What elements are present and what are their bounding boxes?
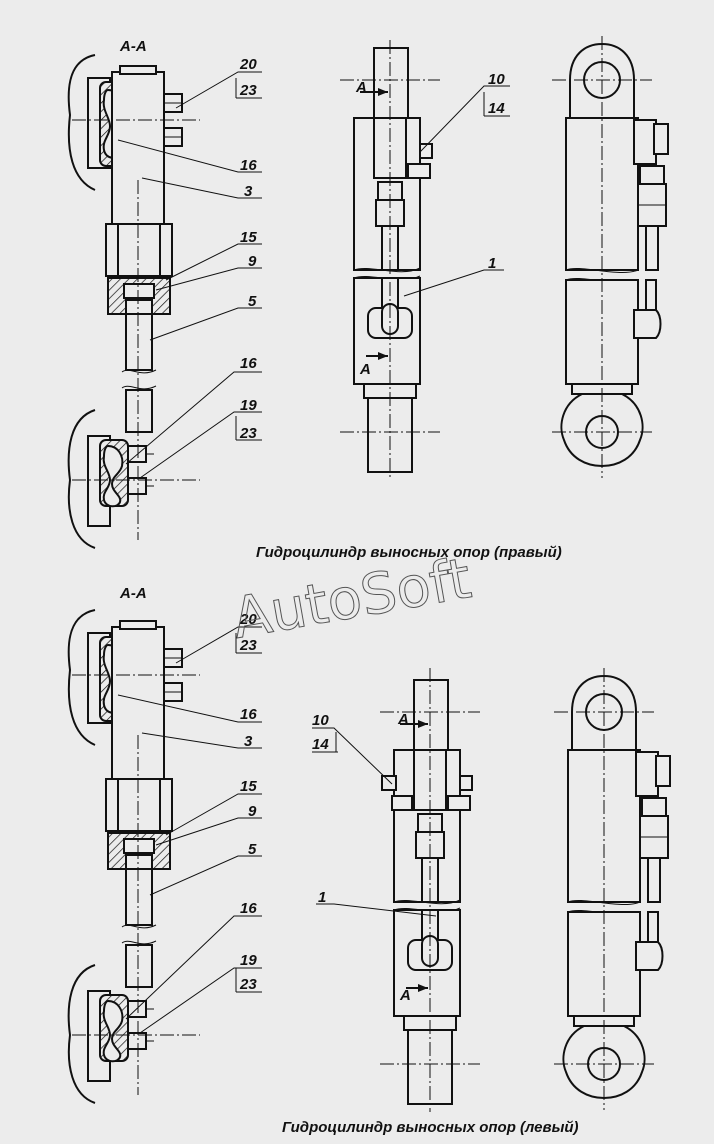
callout-5: 5: [248, 841, 257, 858]
callouts-top: 20 23 16 3 15 9 5 16 19 23 10 14 1: [239, 56, 505, 442]
callout-9: 9: [248, 253, 257, 270]
side-view-bottom: [380, 668, 480, 1112]
callout-23: 23: [239, 425, 257, 442]
callout-1: 1: [318, 889, 326, 906]
callout-19: 19: [240, 397, 257, 414]
callout-14: 14: [488, 100, 505, 117]
section-labels: A-A A-A A A A A: [119, 38, 411, 1004]
watermark: AutoSoft: [228, 546, 476, 652]
callout-20: 20: [239, 611, 257, 628]
callout-16: 16: [240, 900, 257, 917]
callout-10: 10: [488, 71, 505, 88]
section-view-bottom: [67, 609, 200, 1104]
callout-5: 5: [248, 293, 257, 310]
arrow-label-bottom-upper: A: [397, 711, 409, 728]
callout-23: 23: [239, 82, 257, 99]
leader-lines: [117, 71, 510, 1034]
front-view-bottom: [554, 668, 671, 1110]
section-label-bottom: A-A: [119, 585, 147, 602]
arrow-label-bottom-lower: A: [399, 987, 411, 1004]
caption-right-cylinder: Гидроцилиндр выносных опор (правый): [256, 544, 562, 561]
callout-9: 9: [248, 803, 257, 820]
arrow-label-top-upper: A: [355, 79, 367, 96]
callout-14: 14: [312, 736, 329, 753]
section-label-top: A-A: [119, 38, 147, 55]
callout-16: 16: [240, 355, 257, 372]
callout-20: 20: [239, 56, 257, 73]
callout-16: 16: [240, 706, 257, 723]
callout-19: 19: [240, 952, 257, 969]
arrow-label-top-lower: A: [359, 361, 371, 378]
callouts-bottom: 20 23 16 3 15 9 5 16 19 23 10 14 1: [239, 611, 329, 993]
callout-15: 15: [240, 229, 257, 246]
front-view-top: [552, 36, 669, 478]
callout-1: 1: [488, 255, 496, 272]
callout-3: 3: [244, 183, 253, 200]
callout-16: 16: [240, 157, 257, 174]
section-view-top: [67, 54, 200, 549]
caption-left-cylinder: Гидроцилиндр выносных опор (левый): [282, 1119, 579, 1136]
callout-23: 23: [239, 637, 257, 654]
callout-3: 3: [244, 733, 253, 750]
side-view-top: [340, 40, 440, 480]
callout-10: 10: [312, 712, 329, 729]
callout-15: 15: [240, 778, 257, 795]
callout-23: 23: [239, 976, 257, 993]
